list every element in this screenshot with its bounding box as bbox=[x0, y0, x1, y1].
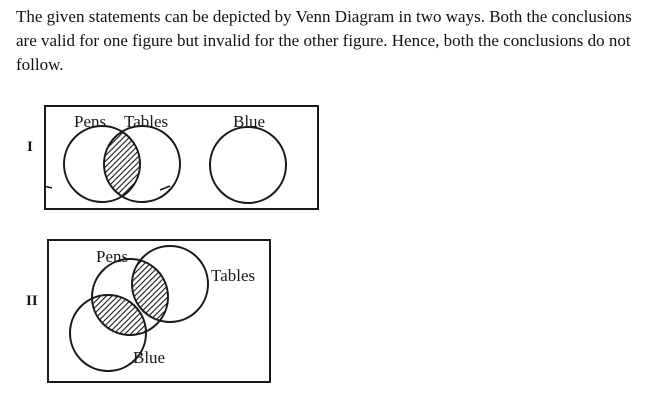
figure-2: II Pens Tables Blue bbox=[26, 239, 271, 383]
explanation-text: The given statements can be depicted by … bbox=[16, 7, 632, 74]
figure-2-tables-label: Tables bbox=[211, 266, 255, 285]
figure-2-tables-circle bbox=[131, 245, 209, 323]
figure-2-pens-circle bbox=[91, 258, 169, 336]
figure-1-pens-label: Pens bbox=[74, 112, 106, 131]
figure-2-blue-circle bbox=[69, 294, 147, 372]
figure-2-pens-label: Pens bbox=[96, 247, 128, 266]
figure-2-universe-box bbox=[47, 239, 271, 383]
figure-2-blue-label: Blue bbox=[133, 348, 165, 367]
figure-1-universe-box bbox=[44, 105, 319, 210]
figure-2-label: II bbox=[26, 293, 38, 309]
figure-1-blue-circle bbox=[209, 126, 287, 204]
figure-1-blue-label: Blue bbox=[233, 112, 265, 131]
figure-1: I Pens Tables Blue bbox=[27, 105, 319, 210]
figure-1-tables-circle bbox=[103, 125, 181, 203]
figure-1-label: I bbox=[27, 139, 33, 155]
figure-1-pens-tables-intersection bbox=[104, 126, 140, 202]
figure-1-pens-circle bbox=[63, 125, 141, 203]
figure-1-tables-label: Tables bbox=[124, 112, 168, 131]
